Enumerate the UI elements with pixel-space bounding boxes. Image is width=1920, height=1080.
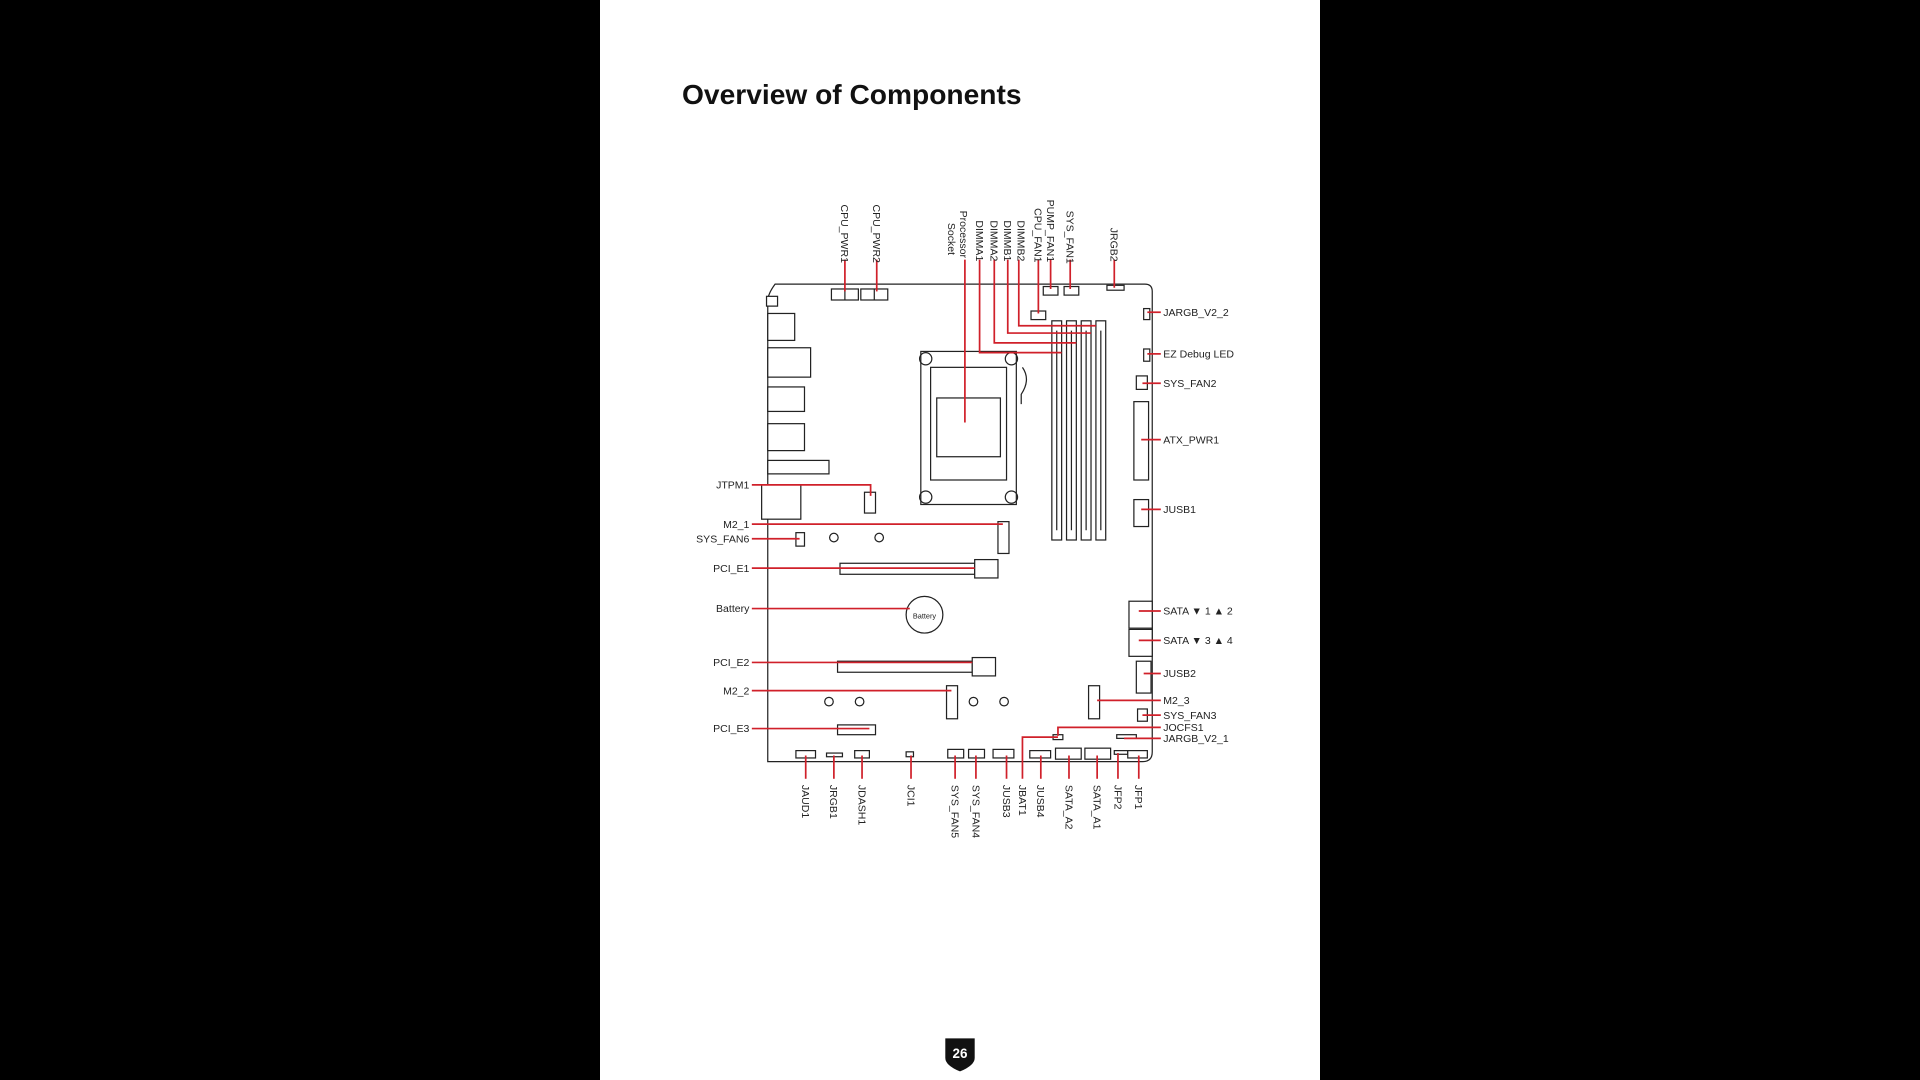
document-page	[600, 0, 1320, 1080]
label-jrgb2: JRGB2	[1108, 228, 1120, 262]
label-m2-2: M2_2	[723, 685, 749, 697]
label-atx-pwr1: ATX_PWR1	[1163, 434, 1219, 446]
label-jargb-v2-1: JARGB_V2_1	[1163, 733, 1229, 745]
pcie-slot-2	[836, 656, 997, 677]
leader-lines	[751, 259, 1161, 779]
label-ez-debug-led: EZ Debug LED	[1163, 349, 1234, 361]
label-sata-3-4: SATA ▼ 3 ▲ 4	[1163, 635, 1233, 647]
leader-line	[1057, 726, 1161, 736]
label-pci-e2: PCI_E2	[713, 657, 749, 669]
leader-line	[751, 484, 872, 496]
processor-socket	[918, 350, 1028, 506]
label-jtpm1: JTPM1	[716, 480, 749, 492]
label-sys-fan2: SYS_FAN2	[1163, 378, 1216, 390]
label-jocfs1: JOCFS1	[1163, 722, 1203, 734]
label-pump-fan1: PUMP_FAN1	[1044, 200, 1056, 263]
label-sys-fan3: SYS_FAN3	[1163, 710, 1216, 722]
rear-io-panel	[761, 295, 830, 520]
sata-ports-3-4	[1128, 628, 1153, 657]
m2-2-slot	[945, 685, 959, 720]
label-jci1: JCI1	[904, 785, 916, 807]
page-number: 26	[953, 1046, 968, 1061]
label-sys-fan1: SYS_FAN1	[1064, 211, 1076, 264]
label-dimma1: DIMMA1	[973, 220, 985, 261]
label-jbat1: JBAT1	[1016, 785, 1028, 816]
label-socket: Socket	[945, 223, 957, 255]
label-sata-a2: SATA_A2	[1062, 785, 1074, 830]
label-jusb4: JUSB4	[1034, 785, 1046, 818]
label-pci-e3: PCI_E3	[713, 723, 749, 735]
label-jfp1: JFP1	[1132, 785, 1144, 810]
label-pci-e1: PCI_E1	[713, 563, 749, 575]
label-sys-fan4: SYS_FAN4	[969, 785, 981, 838]
atx-power-connector	[1133, 401, 1150, 481]
label-sata-1-2: SATA ▼ 1 ▲ 2	[1163, 606, 1233, 618]
label-sata-a1: SATA_A1	[1090, 785, 1102, 830]
label-jusb2: JUSB2	[1163, 668, 1196, 680]
battery-text: Battery	[913, 611, 937, 620]
label-jargb-v2-2: JARGB_V2_2	[1163, 307, 1229, 319]
label-cpu-fan1: CPU_FAN1	[1032, 208, 1044, 263]
sata-ports-1-2	[1128, 600, 1153, 629]
label-jrgb1: JRGB1	[827, 785, 839, 819]
label-processor: Processor	[957, 211, 969, 259]
bottom-headers	[795, 747, 1148, 760]
label-cpu-pwr1: CPU_PWR1	[838, 204, 850, 263]
motherboard-diagram: Battery	[761, 283, 1153, 763]
label-jdash1: JDASH1	[855, 785, 867, 825]
page-number-badge: 26	[945, 1038, 975, 1072]
label-cpu-pwr2: CPU_PWR2	[870, 204, 882, 263]
board-outline	[767, 283, 1153, 763]
label-jusb3: JUSB3	[1000, 785, 1012, 818]
label-dimmb2: DIMMB2	[1015, 220, 1027, 261]
battery: Battery	[905, 595, 944, 634]
pcie-slot-3	[836, 724, 877, 736]
label-sys-fan5: SYS_FAN5	[948, 785, 960, 838]
m2-3-slot	[1087, 685, 1101, 720]
dimm-slots	[1051, 320, 1107, 541]
leader-line	[978, 259, 1062, 354]
label-sys-fan6: SYS_FAN6	[696, 533, 749, 545]
label-jfp2: JFP2	[1111, 785, 1123, 810]
leader-line	[1017, 259, 1096, 327]
label-dimma2: DIMMA2	[988, 220, 1000, 261]
label-jaud1: JAUD1	[799, 785, 811, 818]
leader-line	[1006, 259, 1092, 334]
label-jusb1: JUSB1	[1163, 504, 1196, 516]
leader-line	[1021, 736, 1058, 779]
label-battery: Battery	[716, 603, 750, 615]
label-dimmb1: DIMMB1	[1001, 220, 1013, 261]
page-title: Overview of Components	[682, 79, 1021, 110]
m2-1-slot	[997, 521, 1010, 555]
label-m2-1: M2_1	[723, 519, 749, 531]
label-m2-3: M2_3	[1163, 695, 1189, 707]
leader-line	[993, 259, 1077, 344]
